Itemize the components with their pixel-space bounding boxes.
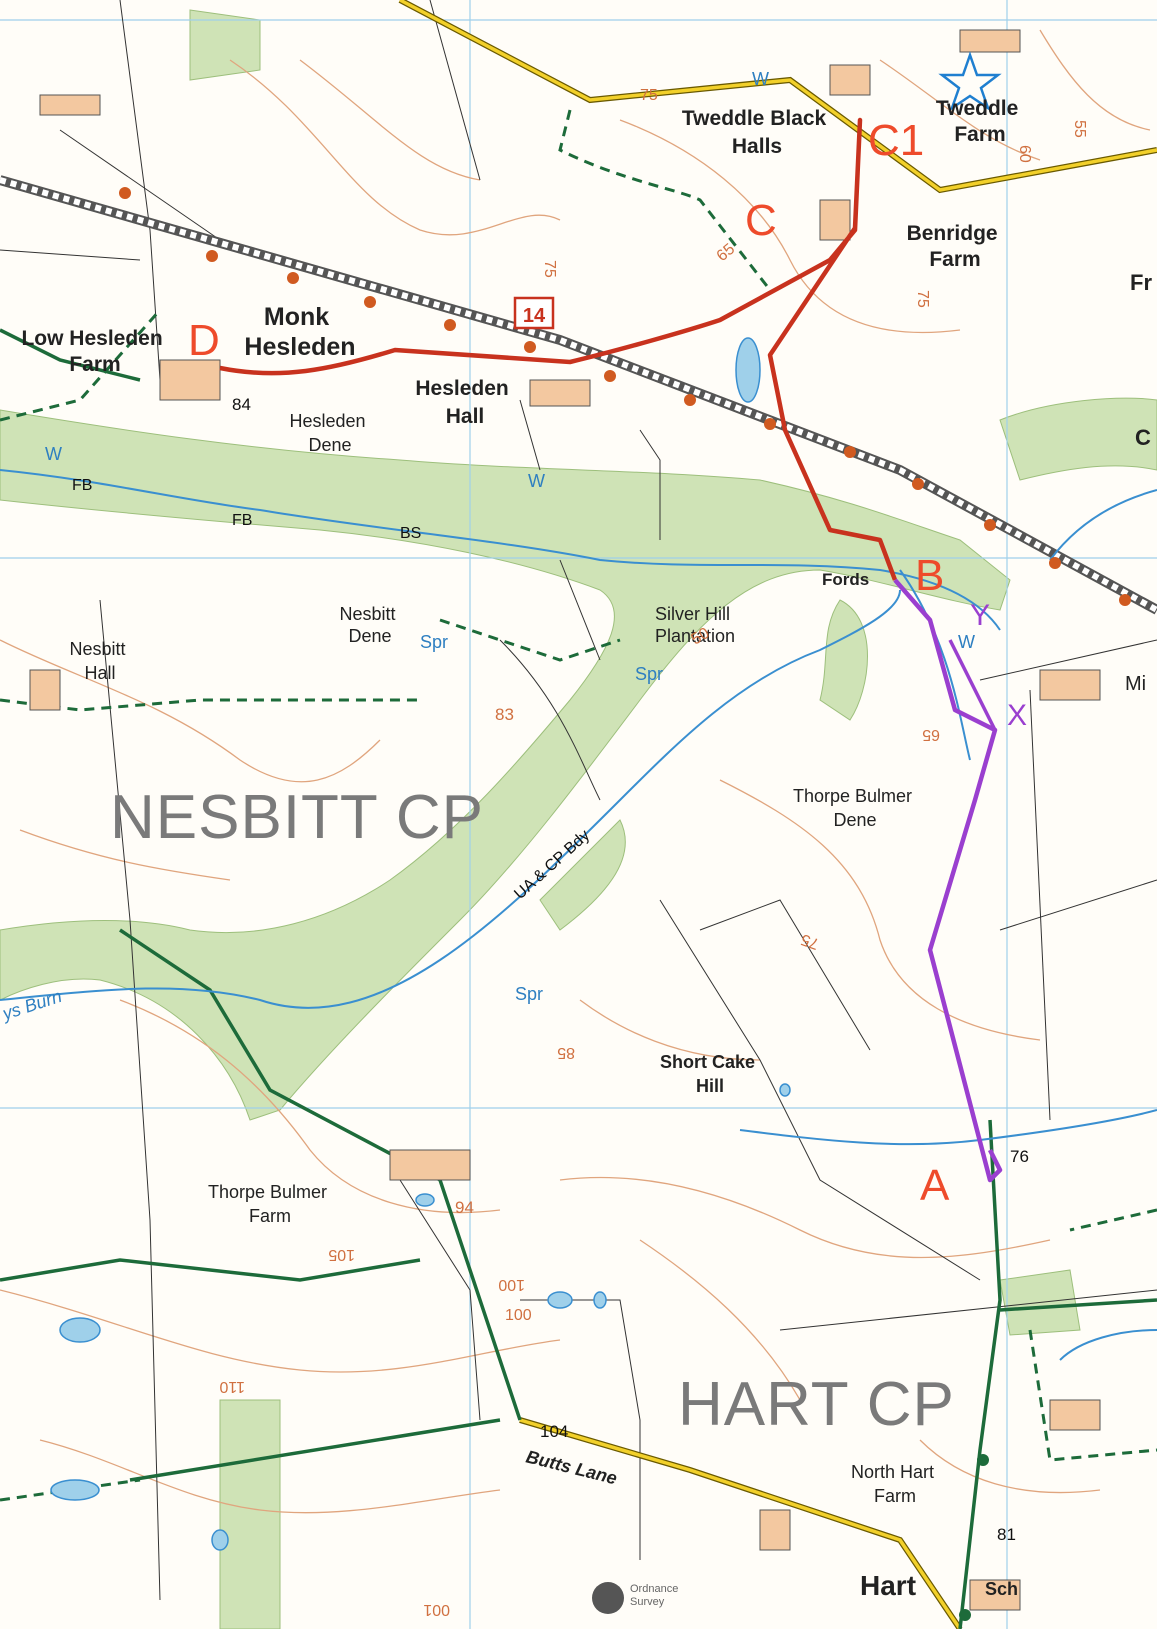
label-monk-hesleden: Monk Hesleden — [244, 303, 355, 361]
route-letter-c1: C1 — [868, 116, 924, 165]
spot-76: 76 — [1010, 1147, 1029, 1166]
feature-spr-1: Spr — [420, 632, 448, 652]
spot-83: 83 — [495, 705, 514, 724]
contour-110: 110 — [219, 1378, 245, 1395]
label-tweddle-black-halls: Tweddle Black Halls — [682, 107, 832, 158]
route-purple — [893, 578, 1003, 1183]
label-benridge-farm: Benridge Farm — [907, 222, 1004, 271]
label-silver-hill-plantation: Silver Hill Plantation — [655, 604, 735, 646]
spot-84: 84 — [232, 395, 251, 414]
buildings — [29, 29, 1101, 1611]
route-letter-b: B — [915, 551, 944, 600]
label-thorpe-bulmer-farm: Thorpe Bulmer Farm — [208, 1182, 332, 1226]
label-fr: Fr — [1130, 270, 1152, 295]
feature-spr-3: Spr — [515, 984, 543, 1004]
label-c-edge: C — [1135, 425, 1151, 450]
label-tweddle-farm: Tweddle Farm — [936, 97, 1024, 146]
contour-100b: 100 — [505, 1307, 532, 1324]
route-letter-d: D — [188, 316, 220, 365]
label-hart: Hart — [860, 1570, 916, 1601]
contour-75c: 75 — [914, 290, 931, 308]
label-short-cake-hill: Short Cake Hill — [660, 1052, 760, 1096]
label-north-hart-farm: North Hart Farm — [851, 1462, 939, 1506]
label-low-hesleden-farm: Low Hesleden Farm — [21, 327, 168, 376]
route-letter-c: C — [745, 196, 777, 245]
bridleways — [0, 328, 1157, 1629]
contour-50: 50 — [689, 625, 713, 649]
junction-dots — [959, 1454, 989, 1621]
contour-85: 85 — [557, 1044, 575, 1061]
contour-60: 60 — [1016, 145, 1033, 163]
label-hesleden-dene: Hesleden Dene — [289, 411, 370, 455]
parish-hart: HART CP — [678, 1370, 955, 1439]
contour-75a: 75 — [640, 87, 658, 104]
contour-65b: 65 — [922, 726, 940, 743]
label-sch: Sch — [985, 1579, 1018, 1599]
label-butts-lane: Butts Lane — [524, 1446, 619, 1488]
contour-55: 55 — [1071, 120, 1088, 138]
road-number: 14 — [523, 305, 546, 327]
spot-94: 94 — [455, 1198, 474, 1217]
ponds — [50, 337, 791, 1551]
route-red — [219, 117, 898, 581]
star-icon — [938, 51, 1002, 112]
label-thorpe-bulmer-dene: Thorpe Bulmer Dene — [793, 786, 917, 830]
feature-fb-2: FB — [232, 512, 252, 529]
feature-bs: BS — [400, 525, 421, 542]
rail-markers — [119, 187, 1131, 606]
feature-w-2: W — [45, 444, 62, 464]
spot-104: 104 — [540, 1422, 568, 1441]
feature-w-1: W — [752, 69, 769, 89]
feature-fb-1: FB — [72, 477, 92, 494]
waypoint-x: X — [1007, 699, 1027, 732]
feature-w-4: W — [958, 632, 975, 652]
yellow-roads-fill — [399, 0, 1157, 1629]
railway — [0, 175, 1157, 615]
contour-75d: 75 — [799, 930, 822, 952]
spot-81: 81 — [997, 1525, 1016, 1544]
contour-lines — [0, 29, 1151, 1514]
woodland — [0, 9, 1157, 1629]
feature-w-3: W — [528, 471, 545, 491]
contour-100a: 100 — [498, 1276, 525, 1293]
contour-001: 001 — [423, 1601, 450, 1618]
label-mi: Mi — [1125, 673, 1146, 695]
route-letter-a: A — [920, 1161, 950, 1210]
contour-75b: 75 — [541, 260, 558, 278]
label-nesbitt-hall: Nesbitt Hall — [69, 639, 130, 683]
road-number-box — [513, 296, 555, 330]
attribution: Ordnance Survey — [630, 1583, 681, 1608]
label-nesbitt-dene: Nesbitt Dene — [339, 604, 400, 646]
label-fords: Fords — [822, 570, 869, 589]
os-logo-icon — [592, 1582, 624, 1614]
label-hesleden-hall: Hesleden Hall — [415, 377, 514, 428]
feature-spr-2: Spr — [635, 664, 663, 684]
route-purple-spur — [948, 639, 997, 731]
contour-105: 105 — [328, 1246, 355, 1263]
waypoint-y: Y — [970, 599, 990, 632]
parish-nesbitt: NESBITT CP — [110, 783, 484, 852]
